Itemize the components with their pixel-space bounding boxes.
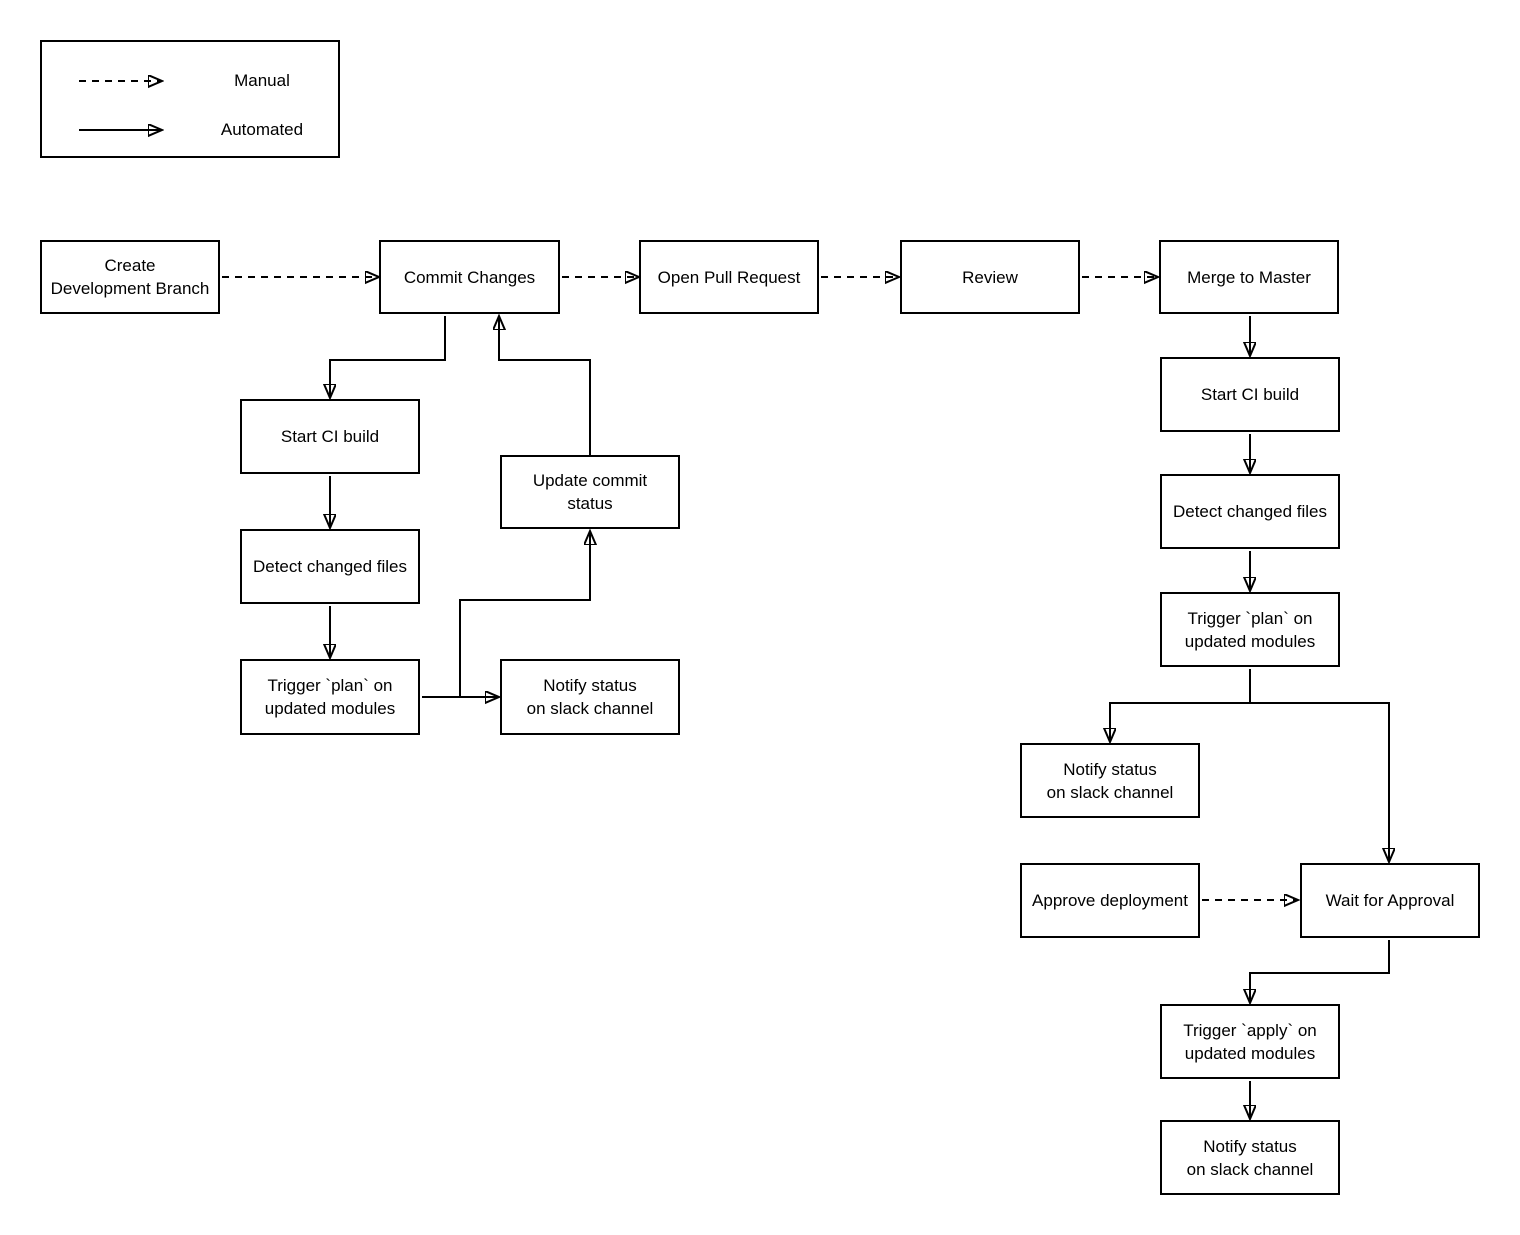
edge-trigger-plan-right-to-wait-for-approval [1250, 702, 1389, 861]
node-label: Merge to Master [1187, 267, 1311, 287]
node-trigger-plan-left: Trigger `plan` on updated modules [240, 659, 420, 735]
node-label: Wait for Approval [1325, 891, 1455, 910]
node-notify-status-right-2: Notify status on slack channel [1160, 1120, 1340, 1195]
edge-trigger-plan-left-to-update-commit-status [459, 532, 590, 697]
node-commit-changes: Commit Changes [379, 240, 560, 314]
node-wait-for-approval: Wait for Approval [1300, 863, 1480, 938]
node-label: Trigger `plan` on [1187, 608, 1313, 628]
node-label: on slack channel [1186, 1159, 1314, 1179]
node-approve-deployment: Approve deployment [1020, 863, 1200, 938]
node-start-ci-build-left: Start CI build [240, 399, 420, 474]
node-label: Development Branch [50, 279, 210, 298]
node-update-commit-status: Update commit status [500, 455, 680, 529]
node-detect-changed-files-right: Detect changed files [1160, 474, 1340, 549]
legend-row-automated: Automated [77, 118, 347, 142]
node-label: Notify status [543, 676, 637, 695]
node-review: Review [900, 240, 1080, 314]
node-label: updated modules [264, 699, 396, 718]
node-open-pull-request: Open Pull Request [639, 240, 819, 314]
node-merge-to-master: Merge to Master [1159, 240, 1339, 314]
node-label: Approve deployment [1032, 891, 1188, 910]
node-label: Commit Changes [403, 267, 536, 287]
legend-label-manual: Manual [234, 71, 290, 90]
node-label: Start CI build [1200, 385, 1300, 404]
node-label: Update commit [532, 471, 648, 490]
node-label: Review [962, 267, 1018, 287]
node-label: updated modules [1184, 631, 1316, 651]
manual-dashed-arrow-icon [79, 73, 177, 89]
node-label: on slack channel [1046, 782, 1174, 802]
node-label: Open Pull Request [657, 267, 801, 287]
node-label: Start CI build [280, 427, 380, 446]
node-label: Detect changed files [252, 557, 408, 576]
node-label: status [567, 494, 613, 513]
node-label: Notify status [1203, 1136, 1297, 1156]
node-trigger-plan-right: Trigger `plan` on updated modules [1160, 592, 1340, 667]
node-create-development-branch: Create Development Branch [40, 240, 220, 314]
legend: Manual Automated [40, 40, 340, 158]
node-notify-status-left: Notify status on slack channel [500, 659, 680, 735]
node-label: Detect changed files [1172, 502, 1328, 521]
automated-solid-arrow-icon [79, 122, 177, 138]
node-label: Notify status [1063, 759, 1157, 779]
node-label: Trigger `apply` on [1183, 1020, 1317, 1040]
node-label: on slack channel [526, 699, 654, 718]
node-trigger-apply: Trigger `apply` on updated modules [1160, 1004, 1340, 1079]
legend-row-manual: Manual [77, 69, 347, 93]
edge-trigger-plan-right-to-notify-status-right-1 [1110, 669, 1251, 741]
edge-wait-for-approval-to-trigger-apply [1250, 940, 1390, 1002]
legend-label-automated: Automated [220, 120, 304, 139]
node-label: Create [104, 256, 156, 275]
node-detect-changed-files-left: Detect changed files [240, 529, 420, 604]
edge-commit-changes-to-start-ci-build-left [330, 316, 446, 397]
node-label: updated modules [1184, 1043, 1316, 1063]
node-notify-status-right-1: Notify status on slack channel [1020, 743, 1200, 818]
node-label: Trigger `plan` on [267, 676, 393, 695]
edge-update-commit-status-to-commit-changes [499, 317, 591, 455]
node-start-ci-build-right: Start CI build [1160, 357, 1340, 432]
